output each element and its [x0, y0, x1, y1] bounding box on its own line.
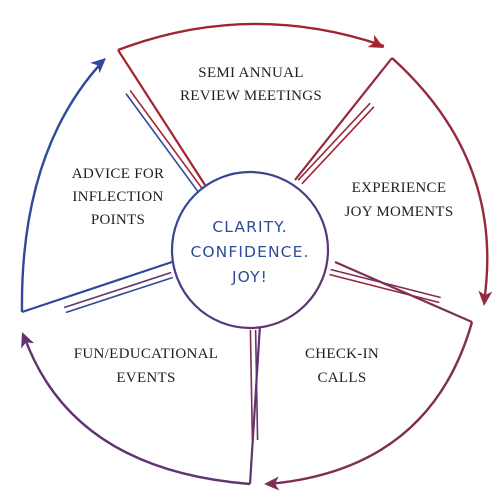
- edge-top-left: [117, 49, 206, 186]
- segment-semi-annual-review: SEMI ANNUAL REVIEW MEETINGS: [180, 65, 322, 104]
- arc-right: [391, 57, 489, 303]
- segment-experience-joy-line-2: JOY MOMENTS: [344, 204, 453, 220]
- divider-left-a: [63, 271, 172, 309]
- divider-upper-right-a: [301, 106, 375, 185]
- divider-bottom-a: [249, 330, 254, 441]
- segment-fun-educational-events: FUN/EDUCATIONAL EVENTS: [74, 346, 219, 386]
- arc-left: [20, 59, 105, 313]
- cycle-arcs: [20, 22, 493, 491]
- segment-fun-educational-events-line-1: FUN/EDUCATIONAL: [74, 346, 219, 362]
- segment-advice-inflection-line-2: INFLECTION: [72, 189, 163, 205]
- center-line-1: CLARITY.: [212, 218, 287, 236]
- center-line-2: CONFIDENCE.: [190, 243, 309, 261]
- edge-right: [334, 260, 473, 324]
- segment-dividers: [63, 89, 441, 441]
- divider-right-b: [330, 268, 441, 299]
- center-hub: [170, 170, 330, 330]
- arc-right-arrowhead: [478, 290, 493, 306]
- segment-advice-inflection-line-1: ADVICE FOR: [72, 166, 165, 182]
- arc-bottom-right-arrowhead: [264, 476, 280, 491]
- segment-experience-joy: EXPERIENCE JOY MOMENTS: [344, 180, 453, 220]
- arc-bottom-left-arrowhead: [21, 332, 35, 349]
- divider-left-b: [65, 276, 174, 314]
- segment-experience-joy-line-1: EXPERIENCE: [352, 180, 447, 196]
- center-line-3: JOY!: [231, 268, 268, 286]
- segment-check-in-calls-line-2: CALLS: [317, 370, 366, 386]
- segment-advice-inflection-line-3: POINTS: [91, 212, 145, 228]
- segment-check-in-calls-line-1: CHECK-IN: [305, 346, 379, 362]
- arc-top: [117, 22, 385, 52]
- divider-right-a: [329, 273, 440, 304]
- segment-semi-annual-review-line-1: SEMI ANNUAL: [198, 65, 303, 81]
- edge-left: [21, 260, 173, 314]
- segment-fun-educational-events-line-2: EVENTS: [116, 370, 175, 386]
- divider-upper-right-b: [297, 102, 371, 181]
- segment-semi-annual-review-line-2: REVIEW MEETINGS: [180, 88, 322, 104]
- arc-bottom-right: [267, 321, 474, 486]
- arc-top-arrowhead: [367, 34, 384, 48]
- divider-upper-left-a: [125, 93, 199, 193]
- segment-check-in-calls: CHECK-IN CALLS: [305, 346, 379, 386]
- arc-left-arrowhead: [90, 58, 106, 74]
- edge-top-right: [294, 57, 393, 181]
- arc-bottom-left: [22, 335, 251, 486]
- segment-advice-inflection: ADVICE FOR INFLECTION POINTS: [72, 166, 165, 228]
- divider-upper-left-b: [129, 89, 203, 189]
- divider-bottom-b: [254, 329, 259, 440]
- edge-bottom: [248, 324, 262, 485]
